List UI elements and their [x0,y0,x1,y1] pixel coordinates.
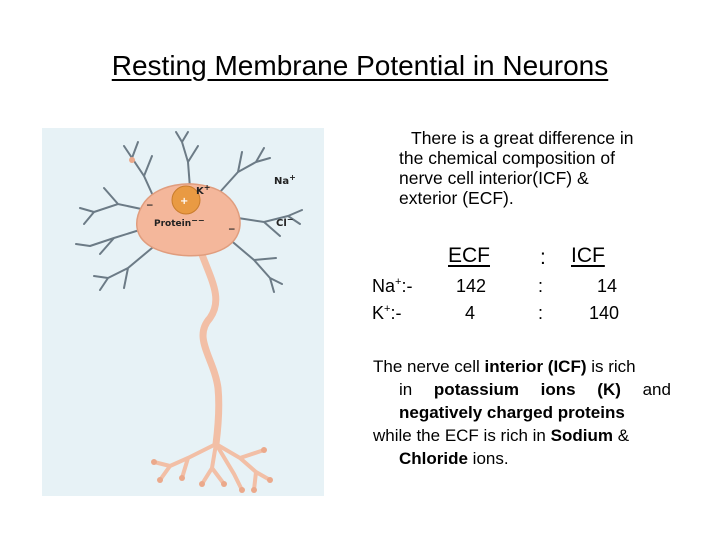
ecf-header: ECF [448,244,490,267]
summary-line-1: The nerve cell interior (ICF) is rich [373,357,636,376]
axon-terminals [152,442,272,492]
row-k-ion: K+:- [372,303,402,323]
summary-paragraph: The nerve cell interior (ICF) is rich in… [373,355,671,470]
intro-paragraph: There is a great difference in the chemi… [399,128,679,208]
intro-line: nerve cell interior(ICF) & [399,168,589,188]
cl-ion-label: Cl− [276,215,293,229]
cell-body [136,183,241,257]
row-k-icf: 140 [589,303,620,323]
row-k-ecf: 4 [465,303,476,323]
nucleus-sign: + [180,196,188,207]
axon [194,240,223,448]
row-na-ecf: 142 [456,276,487,296]
summary-line-5: Chloride ions. [399,449,509,468]
summary-line-4: while the ECF is rich in Sodium & [373,426,630,445]
neuron-diagram: + K+ Protein−− − − Na+ Cl− [42,128,324,496]
icf-header: ICF [571,244,605,267]
header-separator: : [540,246,546,269]
page-title: Resting Membrane Potential in Neurons [111,50,609,81]
neuron-illustration: + K+ Protein−− − − Na+ Cl− [42,128,324,496]
row-na-icf: 14 [597,276,618,296]
intro-line: exterior (ECF). [399,188,514,208]
protein-label: Protein−− [154,216,205,229]
row-k-sep: : [538,303,544,323]
terminal-boutons [129,157,273,493]
intro-line: the chemical composition of [399,148,615,168]
na-ion-label: Na+ [274,173,296,187]
summary-line-3: negatively charged proteins [399,403,625,422]
nucleus [171,185,201,215]
row-na-sep: : [538,276,544,296]
k-ion-label: K+ [196,183,210,197]
intro-line: There is a great difference in [411,128,634,148]
row-na-ion: Na+:- [372,276,413,296]
dendrites [75,131,303,293]
membrane-sign-left: − [146,201,154,211]
membrane-sign-right: − [228,225,236,235]
